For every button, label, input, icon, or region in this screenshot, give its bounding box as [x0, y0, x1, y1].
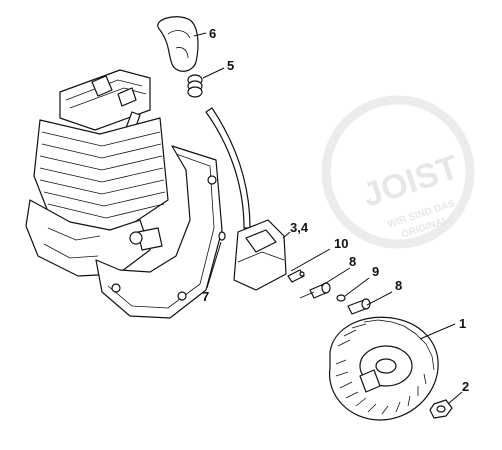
callout-labels: 1 2 3,4 5 6 7 8 8 9 10 — [202, 26, 469, 394]
part-7-washer — [218, 231, 226, 241]
part-5-spring — [187, 74, 203, 98]
part-8-screw-upper — [299, 282, 331, 299]
joist-watermark: JOIST WIR SIND DAS ORIGINAL. — [321, 95, 475, 249]
part-6-boot — [157, 16, 199, 72]
part-10-ground-lug — [287, 269, 305, 283]
callout-7: 7 — [202, 289, 209, 304]
engine-cylinder-assembly — [25, 69, 223, 319]
callout-6: 6 — [209, 26, 216, 41]
callout-8-lower: 8 — [395, 278, 402, 293]
callout-9: 9 — [372, 264, 379, 279]
callout-3-4: 3,4 — [290, 220, 309, 235]
callout-8-upper: 8 — [349, 254, 356, 269]
part-3-4-ignition-module — [233, 219, 287, 291]
part-2-nut — [429, 399, 453, 419]
leader-lines — [193, 32, 463, 405]
part-8-screw-lower — [347, 298, 371, 315]
callout-2: 2 — [462, 379, 469, 394]
part-9-washer — [336, 294, 346, 302]
callout-5: 5 — [227, 58, 234, 73]
part-1-flywheel — [329, 316, 439, 421]
callout-10: 10 — [334, 236, 348, 251]
callout-1: 1 — [459, 316, 466, 331]
